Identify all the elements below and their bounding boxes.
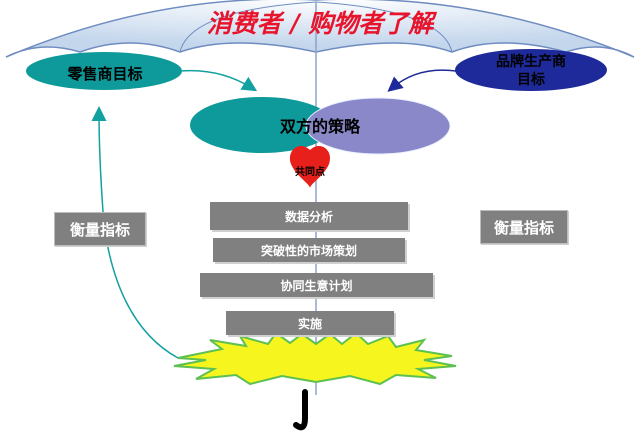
strategy-ellipse-right (305, 97, 451, 155)
common-point-heart (289, 145, 331, 188)
common-point-label: 共同点 (295, 166, 325, 178)
step-implementation: 实施 (226, 311, 394, 335)
brand-goal-ellipse (455, 49, 607, 91)
strategy-ellipse-left (190, 97, 334, 153)
umbrella-handle (293, 389, 308, 431)
retailer-goal-label: 零售商目标 (67, 64, 143, 83)
brand-to-strategy-arrow (387, 69, 457, 92)
brand-goal-line2: 目标 (517, 72, 545, 88)
measure-right-box: 衡量指标 (480, 210, 568, 244)
step-business-plan: 协同生意计划 (200, 273, 433, 297)
step-data-analysis: 数据分析 (210, 202, 408, 230)
umbrella-title: 消费者 / 购物者了解 (206, 9, 434, 38)
joint-strategy-label: 双方的策略 (279, 117, 360, 136)
splash-shape (173, 331, 457, 386)
brand-goal-line1: 品牌生产商 (496, 54, 566, 70)
brand-goal-label: 品牌生产商 目标 (456, 50, 606, 92)
retailer-to-strategy-arrow (179, 69, 258, 92)
retailer-goal-ellipse (26, 52, 182, 90)
measure-left-box: 衡量指标 (54, 212, 146, 246)
step-market-planning: 突破性的市场策划 (213, 238, 405, 262)
umbrella-canopy (5, 0, 635, 58)
